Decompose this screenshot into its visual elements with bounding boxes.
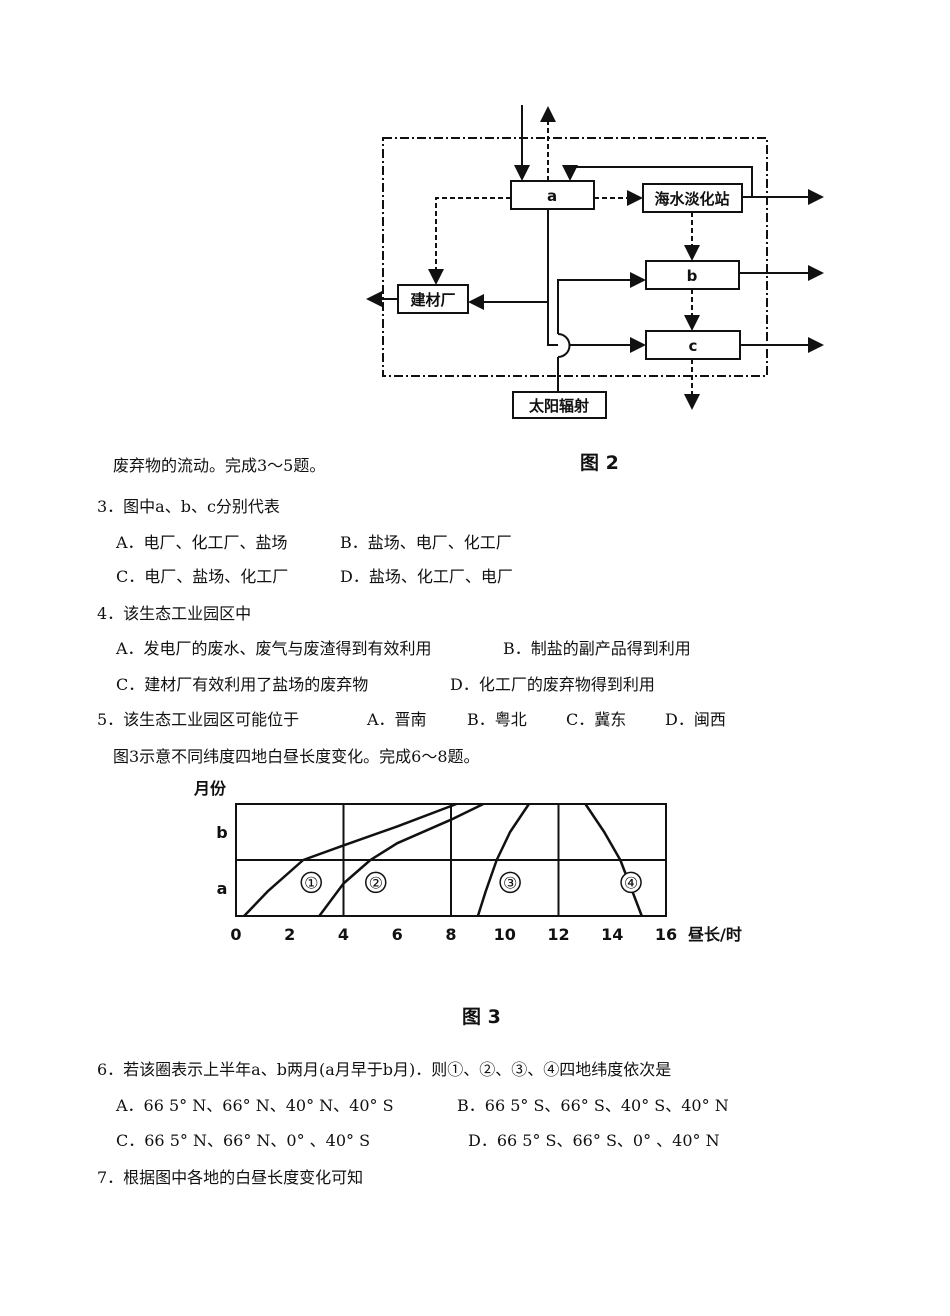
q7-stem: 7．根据图中各地的白昼长度变化可知	[97, 1168, 364, 1187]
series-label: ④	[624, 873, 638, 892]
x-tick-label: 8	[445, 925, 456, 944]
outer-boundary	[382, 137, 768, 377]
y-tick-label: b	[216, 823, 227, 842]
q4-option-b: B．制盐的副产品得到利用	[503, 639, 691, 658]
box-b	[645, 260, 740, 290]
q3-option-b: B．盐场、电厂、化工厂	[340, 533, 512, 552]
q5-option-d: D．闽西	[665, 710, 726, 729]
box-solar	[512, 391, 607, 419]
series-label: ①	[304, 873, 318, 892]
q5-option-b: B．粤北	[467, 710, 527, 729]
figure-3-caption: 图 3	[462, 1006, 501, 1028]
intro-text-1: 废弃物的流动。完成3～5题。	[113, 456, 326, 475]
figure-2-caption: 图 2	[580, 452, 619, 474]
q5-stem: 5．该生态工业园区可能位于	[97, 710, 300, 729]
curve-3	[476, 803, 530, 917]
label-c: c	[689, 337, 698, 355]
label-b: b	[687, 267, 698, 285]
label-building: 建材厂	[410, 291, 455, 309]
x-tick-label: 4	[338, 925, 349, 944]
x-tick-label: 6	[392, 925, 403, 944]
label-solar: 太阳辐射	[529, 397, 589, 415]
series-label-circle	[365, 871, 387, 894]
x-tick-label: 2	[284, 925, 295, 944]
label-desalination: 海水淡化站	[654, 190, 729, 208]
box-c	[645, 330, 741, 360]
y-tick-label: a	[217, 879, 228, 898]
x-tick-label: 14	[601, 925, 623, 944]
x-axis-label: 昼长/时	[687, 925, 742, 944]
series-label-circle	[300, 871, 322, 894]
figure-2-flow-diagram: a 海水淡化站 b c 建材厂 太阳辐射	[366, 105, 824, 419]
box-a	[510, 180, 595, 210]
curve-1	[243, 802, 457, 917]
x-tick-label: 10	[494, 925, 516, 944]
curve-2	[318, 802, 484, 917]
q4-option-c: C．建材厂有效利用了盐场的废弃物	[116, 675, 369, 694]
box-building	[397, 284, 469, 314]
x-tick-label: 16	[655, 925, 677, 944]
series-label: ②	[369, 873, 383, 892]
q6-option-b: B．66 5° S、66° S、40° S、40° N	[457, 1096, 729, 1115]
q4-option-a: A．发电厂的废水、废气与废渣得到有效利用	[116, 639, 432, 658]
series-label-circle	[620, 871, 642, 894]
q3-option-c: C．电厂、盐场、化工厂	[116, 567, 289, 586]
x-tick-label: 0	[230, 925, 241, 944]
label-a: a	[547, 187, 557, 205]
q3-option-d: D．盐场、化工厂、电厂	[340, 567, 513, 586]
q5-option-c: C．冀东	[566, 710, 627, 729]
q6-option-a: A．66 5° N、66° N、40° N、40° S	[116, 1096, 394, 1115]
q3-stem: 3．图中a、b、c分别代表	[97, 497, 280, 516]
series-label-circle	[499, 871, 521, 894]
x-tick-label: 12	[547, 925, 569, 944]
q5-option-a: A．晋南	[367, 710, 427, 729]
q4-option-d: D．化工厂的废弃物得到利用	[450, 675, 655, 694]
y-axis-label: 月份	[193, 779, 227, 798]
intro-text-2: 图3示意不同纬度四地白昼长度变化。完成6～8题。	[113, 747, 480, 766]
q4-stem: 4．该生态工业园区中	[97, 604, 252, 623]
q3-option-a: A．电厂、化工厂、盐场	[116, 533, 288, 552]
q6-option-d: D．66 5° S、66° S、0° 、40° N	[468, 1131, 720, 1150]
series-label: ③	[503, 873, 517, 892]
q6-option-c: C．66 5° N、66° N、0° 、40° S	[116, 1131, 371, 1150]
curve-4	[584, 803, 643, 917]
box-desalination	[642, 183, 743, 213]
q6-stem: 6．若该圈表示上半年a、b两月(a月早于b月)．则①、②、③、④四地纬度依次是	[97, 1060, 672, 1079]
